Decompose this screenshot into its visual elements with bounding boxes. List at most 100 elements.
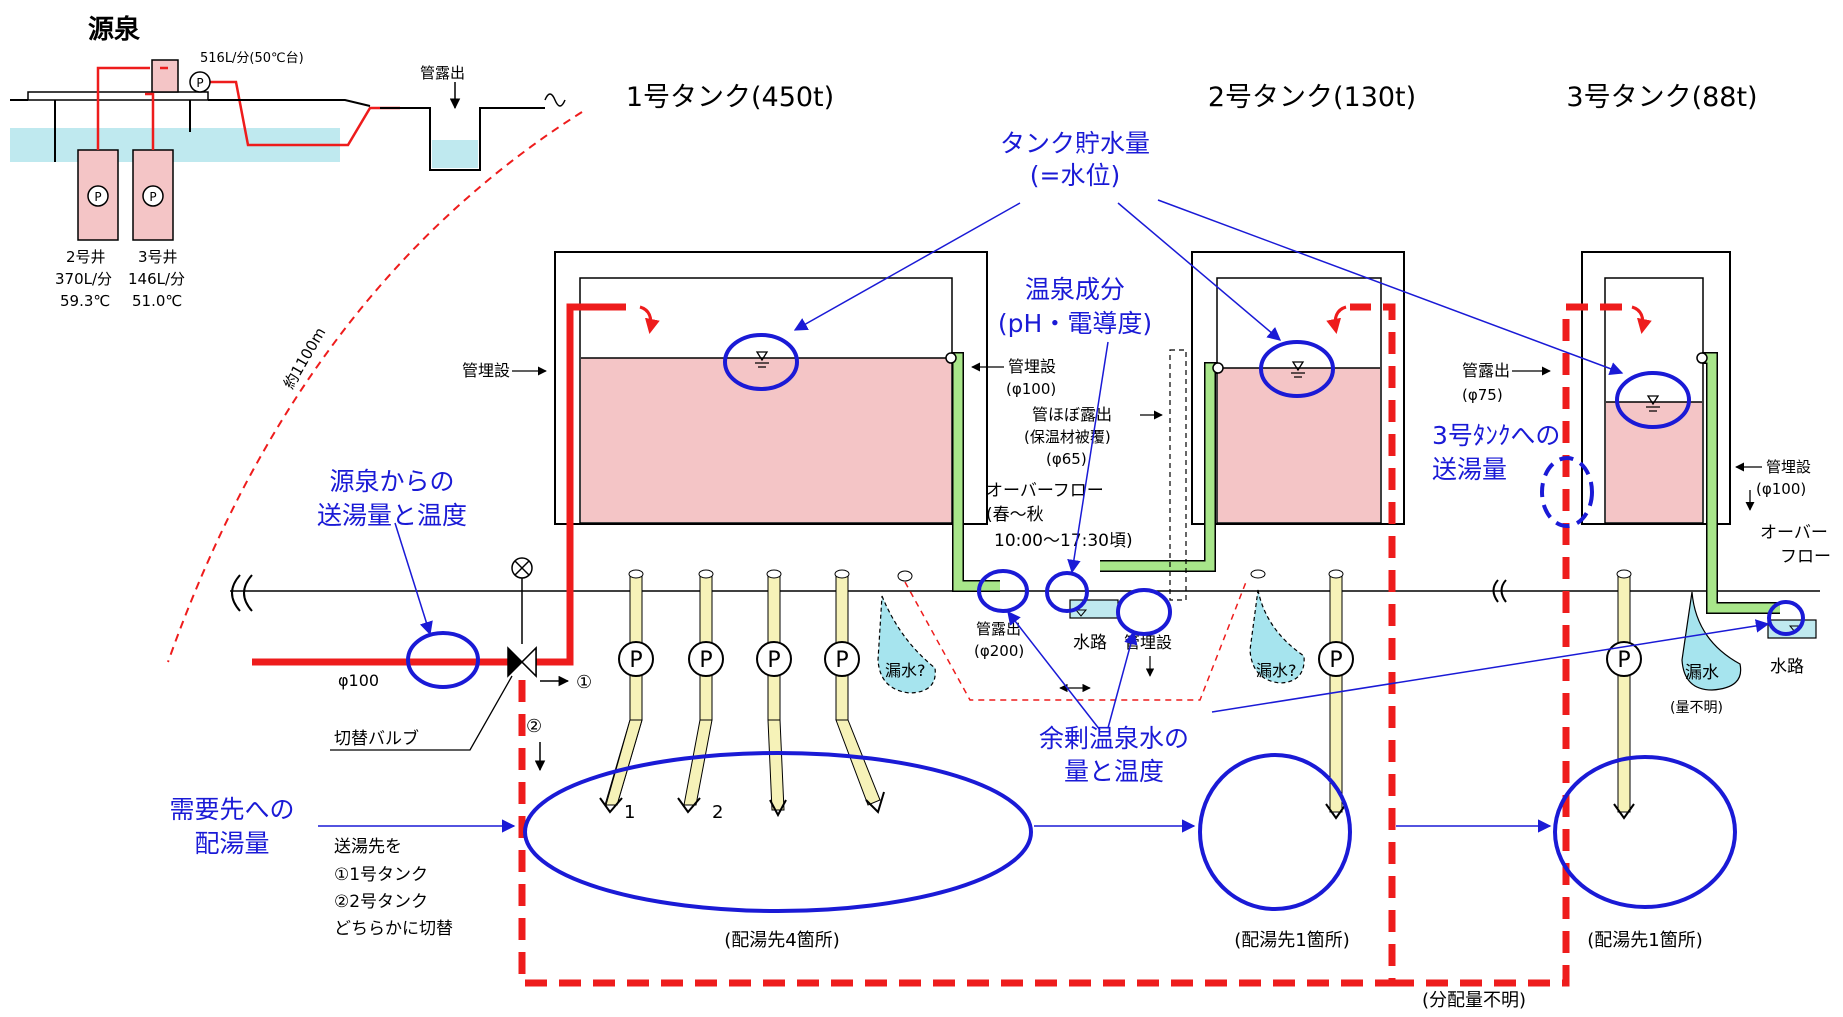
pipe-labels: 管埋設 管埋設 (φ100) 管ほぼ露出 (保温材被覆) (φ65) 管露出 (… (338, 357, 1831, 693)
well-3-flow: 146L/分 (128, 270, 185, 288)
pump-icon (618, 641, 654, 677)
well-2-temp: 59.3℃ (60, 292, 110, 310)
waterway-middle-label: 水路 (1073, 633, 1107, 653)
tank-2-title: 2号タンク(130t) (1208, 82, 1416, 113)
leak-tank-3-label: 漏水 (1685, 663, 1719, 683)
destination-tank-1: (配湯先4箇所) (724, 930, 840, 951)
switch-valve (507, 557, 537, 678)
well-2-flow: 370L/分 (55, 270, 112, 288)
annotation-supply-2: 送湯量と温度 (317, 501, 467, 530)
leak-tank-1-label: 漏水? (885, 661, 926, 680)
annotation-components-1: 温泉成分 (1025, 275, 1125, 304)
annotation-storage-2: (=水位) (1030, 161, 1120, 190)
tank-1-water (581, 358, 951, 522)
measure-demand-tank-2 (1198, 753, 1352, 911)
annotation-to-tank3-1: 3号ﾀﾝｸへの (1432, 421, 1560, 450)
annotation-surplus-1: 余剰温泉水の (1039, 724, 1189, 753)
switch-note-2: ①1号タンク (334, 865, 428, 885)
label-mostly-exposed: 管ほぼ露出 (1032, 405, 1112, 424)
tank-3-water (1606, 402, 1702, 522)
label-exposed-200: 管露出 (976, 620, 1021, 638)
source-area: 源泉 P P P 516L/分(50℃台) 管露出 2号井 370L/分 59.… (10, 14, 566, 310)
valve-dest-2: ② (526, 716, 542, 737)
leak-tank-2-label: 漏水? (1256, 661, 1297, 680)
well-2-pump-icon (87, 185, 109, 207)
measure-demand-tank-3 (1553, 755, 1737, 909)
overflow-label: オーバーフロー (986, 481, 1104, 501)
label-buried-100-dia: (φ100) (1006, 380, 1056, 398)
pump-icon (688, 641, 724, 677)
distance-dashed-line (167, 111, 583, 663)
destination-tank-2: (配湯先1箇所) (1234, 930, 1350, 951)
pumps: P P P P P P (618, 641, 1642, 677)
outlet-number-1: 1 (624, 802, 635, 823)
switch-note-1: 送湯先を (334, 837, 402, 857)
outlet-number-2: 2 (712, 802, 723, 823)
label-buried-100: 管埋設 (1008, 357, 1056, 376)
destination-unknown-split: (分配量不明) (1422, 990, 1526, 1011)
source-pump-label: P (196, 76, 203, 90)
annotation-storage-1: タンク貯水量 (1000, 129, 1150, 158)
measure-surplus-3 (1767, 600, 1805, 636)
valve-label: 切替バルブ (334, 728, 419, 749)
annotation-labels: タンク貯水量 (=水位) 温泉成分 (pH・電導度) 源泉からの 送湯量と温度 … (169, 129, 1560, 858)
source-exposed-label: 管露出 (420, 64, 465, 82)
tank-1-outlets: 1 2 (599, 569, 885, 823)
ground-line (10, 99, 545, 171)
label-insulated: (保温材被覆) (1024, 428, 1111, 446)
well-2-pump-label: P (94, 190, 101, 204)
label-dia-75: (φ75) (1462, 386, 1503, 404)
measure-demand-tank-1 (523, 751, 1033, 913)
tank-1: 1号タンク(450t) (554, 82, 988, 525)
well-2-name: 2号井 (66, 248, 106, 266)
water-level-icons (755, 351, 1660, 412)
leak-tank-1 (877, 595, 936, 694)
tank-2-water (1218, 368, 1380, 522)
head-tank (151, 59, 179, 93)
measure-surplus-1 (977, 569, 1029, 613)
tank-3-title: 3号タンク(88t) (1566, 82, 1757, 113)
pump-icon (756, 641, 792, 677)
measure-storage-tank-2 (1259, 340, 1335, 398)
overflow-right-2: フロー (1780, 547, 1831, 567)
measure-components (1045, 571, 1089, 613)
distance-label: 約1100m (280, 324, 329, 392)
well-3-pump-icon (142, 185, 164, 207)
overflow-season: (春～秋 (986, 505, 1044, 525)
annotation-demand-1: 需要先への (169, 795, 294, 824)
source-pipe (96, 66, 400, 150)
label-buried-right: 管埋設 (1766, 458, 1811, 476)
pump-label: P (767, 648, 780, 673)
ground-break-right (1492, 579, 1507, 603)
annotation-demand-2: 配湯量 (194, 829, 269, 858)
tank-1-inlet-pipe (534, 303, 612, 666)
overflow-hours: 10:00～17:30頃) (994, 531, 1133, 551)
pump-icon (824, 641, 860, 677)
valve-leader (330, 675, 513, 751)
switch-note-3: ②2号タンク (334, 892, 428, 912)
label-dia-200: (φ200) (974, 642, 1024, 660)
measure-storage-tank-3 (1615, 371, 1691, 429)
surplus-trace (904, 581, 1247, 701)
pump-icon (1318, 641, 1354, 677)
waterway-right-label: 水路 (1770, 657, 1804, 677)
annotation-supply-1: 源泉からの (329, 467, 454, 496)
tank-3: 3号タンク(88t) (1566, 82, 1758, 525)
insulated-section (1169, 349, 1187, 601)
destination-tank-3: (配湯先1箇所) (1587, 930, 1703, 951)
well-3-temp: 51.0℃ (132, 292, 182, 310)
tank-3-outlet (1613, 569, 1635, 820)
source-title: 源泉 (88, 14, 141, 45)
well-3-name: 3号井 (138, 248, 178, 266)
leak-tank-3 (1681, 591, 1742, 691)
pump-label: P (699, 648, 712, 673)
label-exposed-75: 管露出 (1462, 361, 1510, 380)
label-buried-left: 管埋設 (462, 361, 510, 380)
overflow-right-1: オーバー (1760, 523, 1828, 543)
label-buried-right-dia: (φ100) (1756, 480, 1806, 498)
leak-tank-3-unknown: (量不明) (1670, 700, 1723, 716)
annotation-components-2: (pH・電導度) (998, 309, 1152, 338)
leak-tank-2 (1249, 589, 1305, 684)
label-dia-65: (φ65) (1046, 450, 1087, 468)
